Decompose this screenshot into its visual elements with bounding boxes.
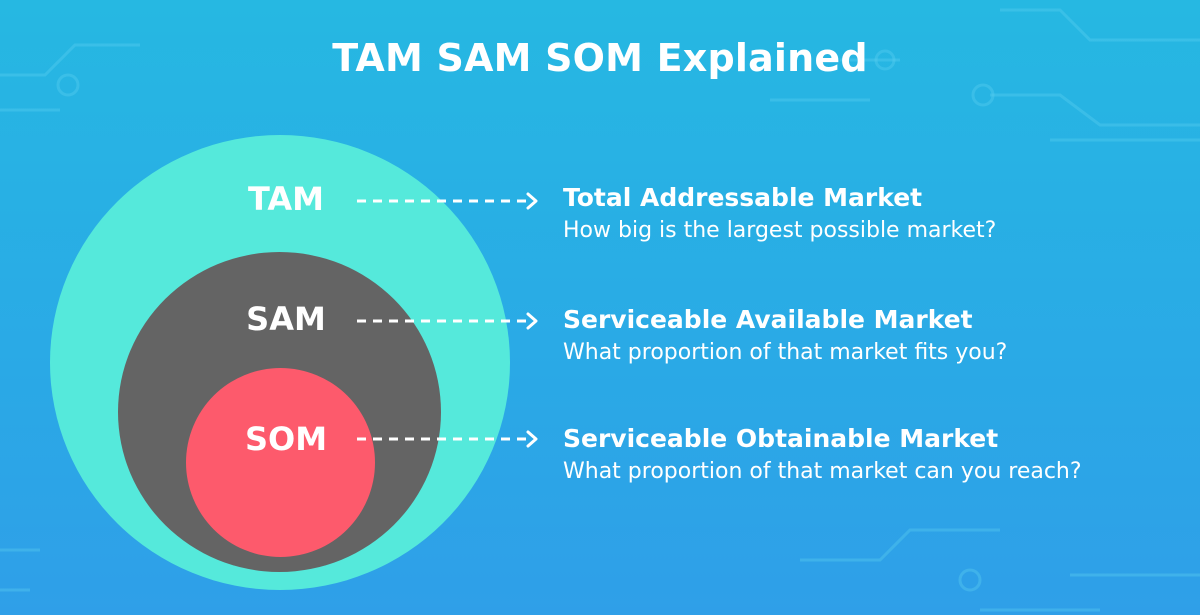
sam-description: What proportion of that market fits you? <box>563 340 1008 365</box>
som-description: What proportion of that market can you r… <box>563 459 1082 484</box>
tam-description: How big is the largest possible market? <box>563 218 997 243</box>
som-circle-label: SOM <box>244 420 328 458</box>
tam-name: Total Addressable Market <box>563 183 923 212</box>
tam-dashed-arrow <box>357 192 538 210</box>
som-definition: Serviceable Obtainable Market What propo… <box>563 424 1082 484</box>
tam-definition: Total Addressable Market How big is the … <box>563 183 996 243</box>
som-dashed-arrow <box>357 430 538 448</box>
som-circle <box>186 368 375 557</box>
page-title: TAM SAM SOM Explained <box>332 36 868 80</box>
sam-dashed-arrow <box>357 312 538 330</box>
sam-name: Serviceable Available Market <box>563 305 973 334</box>
som-name: Serviceable Obtainable Market <box>563 424 999 453</box>
sam-circle-label: SAM <box>246 300 326 338</box>
tam-circle-label: TAM <box>248 180 324 218</box>
sam-definition: Serviceable Available Market What propor… <box>563 305 1007 365</box>
